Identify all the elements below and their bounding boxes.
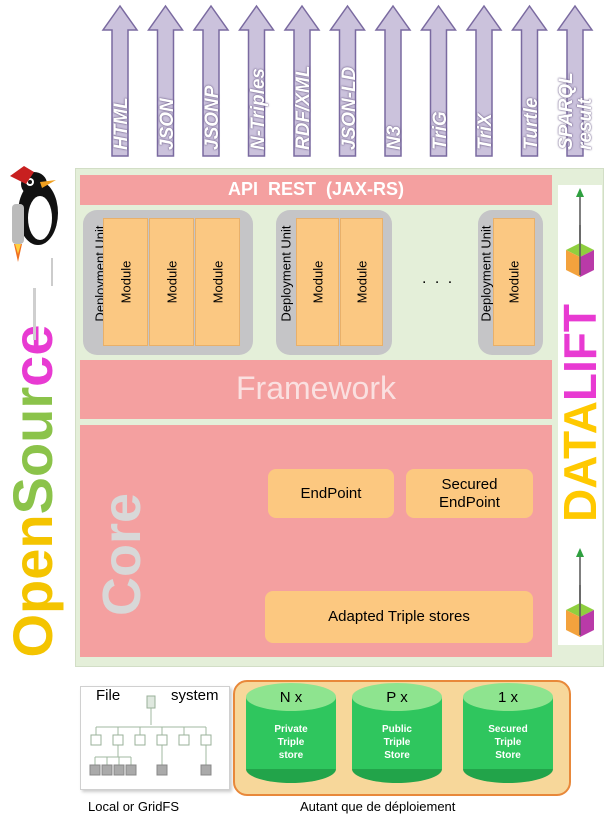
adapted-triple-stores-box: Adapted Triple stores bbox=[265, 591, 533, 643]
module: Module bbox=[103, 218, 148, 346]
datalift-cube-icon bbox=[566, 548, 594, 637]
api-rest-label: API REST (JAX-RS) bbox=[227, 179, 405, 199]
opensource-dash bbox=[33, 288, 36, 340]
module: Module bbox=[149, 218, 194, 346]
store-count: N x bbox=[279, 689, 303, 706]
framework-label: Framework bbox=[235, 370, 396, 406]
store-count: 1 x bbox=[497, 689, 518, 706]
format-arrow bbox=[283, 4, 321, 157]
format-label: JSON-LD bbox=[338, 66, 360, 150]
system-label: system bbox=[171, 687, 219, 704]
format-arrow bbox=[374, 4, 412, 157]
filesystem-caption: Local or GridFS bbox=[88, 799, 180, 814]
folder-tree-icon bbox=[89, 695, 212, 776]
triple-store-cylinder: 1 x Secured Triple Store bbox=[463, 683, 553, 783]
module: Module bbox=[296, 218, 339, 346]
format-label: TriG bbox=[429, 111, 451, 150]
format-label: JSONP bbox=[202, 85, 223, 150]
format-arrow bbox=[192, 4, 230, 157]
format-arrow bbox=[511, 4, 548, 157]
datalift-cube-icon bbox=[566, 188, 594, 277]
store-description: Secured Triple Store bbox=[488, 724, 528, 761]
stores-caption: Autant que de déploiement bbox=[300, 799, 456, 814]
format-label: HTML bbox=[111, 97, 132, 150]
format-label: N-Triples bbox=[247, 67, 269, 150]
opensource-text: OpenSource bbox=[1, 324, 64, 658]
endpoint-box: EndPoint bbox=[268, 469, 394, 518]
module: Module bbox=[340, 218, 383, 346]
format-arrow bbox=[101, 4, 139, 157]
triple-store-cylinder: N x Private Triple store bbox=[246, 683, 336, 783]
format-label: TriX bbox=[475, 113, 496, 150]
file-label: File bbox=[96, 687, 121, 704]
store-count: P x bbox=[386, 689, 408, 706]
format-label: Turtle bbox=[520, 97, 542, 150]
format-arrow bbox=[465, 4, 503, 157]
format-arrow bbox=[238, 4, 275, 157]
output-format-arrows bbox=[101, 4, 594, 157]
ellipsis: . . . bbox=[422, 270, 455, 287]
core-label: Core bbox=[92, 492, 152, 616]
penguin-rocket-icon bbox=[10, 166, 58, 286]
format-label: RDF/XML bbox=[293, 65, 314, 150]
format-arrow bbox=[556, 4, 594, 157]
secured-endpoint-box: Secured EndPoint bbox=[406, 469, 533, 518]
triple-store-cylinder: P x Public Triple Store bbox=[352, 683, 442, 783]
deployment-unit-label: Deployment Unit bbox=[278, 225, 294, 322]
format-label: SPARQL result bbox=[556, 72, 596, 150]
datalift-logo: DATALIFT bbox=[554, 185, 606, 645]
deployment-unit-label: Deployment Unit bbox=[478, 225, 494, 322]
format-arrow bbox=[329, 4, 366, 157]
format-label: JSON bbox=[156, 98, 178, 150]
format-label: N3 bbox=[384, 125, 405, 150]
store-description: Private Triple store bbox=[274, 724, 308, 761]
framework-bar: Framework bbox=[80, 360, 552, 419]
filesystem-box: File system bbox=[80, 686, 230, 790]
format-arrow bbox=[420, 4, 457, 157]
format-arrow bbox=[147, 4, 184, 157]
datalift-text: DATALIFT bbox=[554, 304, 606, 523]
api-rest-bar: API REST (JAX-RS) bbox=[80, 175, 552, 205]
module: Module bbox=[195, 218, 240, 346]
store-description: Public Triple Store bbox=[381, 724, 412, 761]
module: Module bbox=[493, 218, 535, 346]
